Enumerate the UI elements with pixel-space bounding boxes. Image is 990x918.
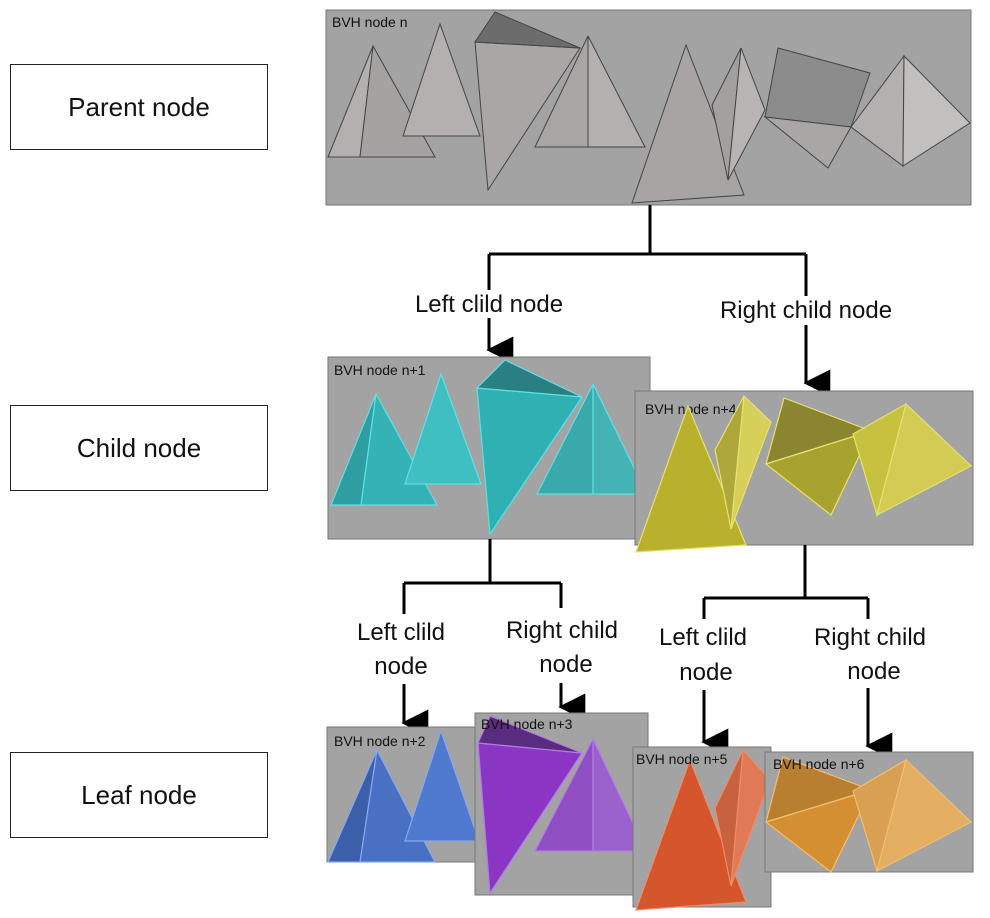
level-label-leaf: Leaf node <box>10 752 268 838</box>
bvh-node-n-label: BVH node n <box>332 14 408 30</box>
orange-triangles <box>764 756 973 874</box>
connector-parent <box>486 205 831 397</box>
connector-n4 <box>701 545 893 760</box>
branch-label-right-b-2: node <box>847 658 900 685</box>
bvh-node-n6: BVH node n+6 <box>764 751 974 874</box>
branch-label-right-a-1: Right child <box>506 617 618 644</box>
cyan-triangles <box>330 359 648 536</box>
bvh-node-n2: BVH node n+2 <box>326 726 480 863</box>
yellow-triangles <box>635 394 973 553</box>
blue-triangles <box>327 729 480 863</box>
bvh-node-n4-label: BVH node n+4 <box>645 401 737 417</box>
bvh-node-n4: BVH node n+4 <box>634 390 974 553</box>
bvh-node-n1-label: BVH node n+1 <box>334 362 426 378</box>
branch-label-left-b-1: Left clild <box>659 624 747 651</box>
bvh-node-n5-label: BVH node n+5 <box>636 751 728 767</box>
branch-label-left-top: Left clild node <box>415 291 563 318</box>
bvh-node-n3-label: BVH node n+3 <box>481 716 573 732</box>
gray-triangles <box>327 11 971 204</box>
branch-label-right-top: Right child node <box>720 297 892 324</box>
branch-label-left-b-2: node <box>679 659 732 686</box>
branch-label-left-a-1: Left clild <box>357 619 445 646</box>
bvh-node-n3: BVH node n+3 <box>474 712 649 896</box>
bvh-node-n5: BVH node n+5 <box>632 746 772 911</box>
bvh-node-n1: BVH node n+1 <box>327 356 651 540</box>
red-triangles <box>635 748 771 911</box>
bvh-node-n6-label: BVH node n+6 <box>773 756 865 772</box>
bvh-node-n: BVH node n <box>325 9 972 206</box>
branch-label-left-a-2: node <box>374 653 427 680</box>
level-label-parent: Parent node <box>10 64 268 150</box>
branch-label-right-a-2: node <box>539 651 592 678</box>
branch-label-right-b-1: Right child <box>814 624 926 651</box>
connector-n1 <box>401 539 586 737</box>
level-label-child: Child node <box>10 405 268 491</box>
bvh-node-n2-label: BVH node n+2 <box>334 733 426 749</box>
